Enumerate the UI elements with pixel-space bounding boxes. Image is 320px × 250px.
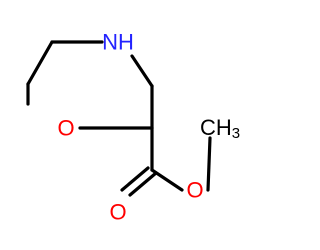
bond-carbonyl-c-ester-o — [150, 168, 184, 192]
bond-carbonyl-double-b — [128, 171, 158, 197]
bond-ring-n-right — [130, 54, 154, 88]
ester-oxygen-label: O — [186, 178, 203, 203]
chemical-structure-diagram: NH O O O CH3 — [26, 30, 240, 225]
bond-ring-left-top — [26, 40, 54, 86]
methyl-label: CH3 — [200, 115, 240, 142]
methyl-ch-text: CH — [200, 115, 232, 140]
bond-ester-o-methyl — [206, 136, 212, 192]
methyl-subscript: 3 — [232, 125, 240, 142]
carbonyl-oxygen-label: O — [109, 200, 126, 225]
nitrogen-label: NH — [102, 30, 134, 55]
bond-carbonyl-double-a — [120, 166, 150, 192]
ring-oxygen-label: O — [57, 116, 74, 141]
